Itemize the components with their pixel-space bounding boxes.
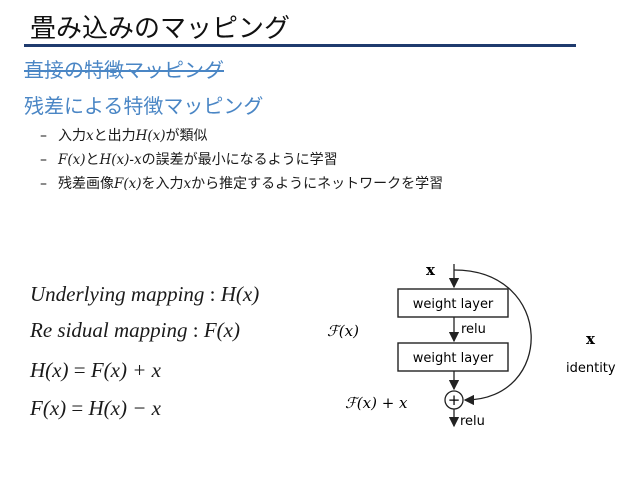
heading-direct-mapping: 直接の特徴マッピング: [24, 58, 224, 82]
fx-label: ℱ(x): [327, 322, 359, 340]
equation-h-def: H(x) = F(x) + x: [30, 358, 161, 382]
weight-layer-2-box: [397, 342, 509, 372]
heading-residual-mapping: 残差による特徴マッピング: [24, 94, 264, 118]
bullet-list: –入力xと出力H(x)が類似 –F(x)とH(x)-xの誤差が最小になるように学…: [40, 124, 443, 196]
equation-underlying: Underlying mapping : H(x): [30, 282, 260, 306]
sum-label: ℱ(x) + x: [345, 394, 408, 412]
relu-2-label: relu: [460, 414, 485, 429]
slide-title: 畳み込みのマッピング: [30, 14, 291, 44]
plus-icon: +: [448, 391, 461, 409]
bullet-item: –F(x)とH(x)-xの誤差が最小になるように学習: [40, 152, 338, 168]
relu-1-label: relu: [461, 322, 486, 337]
equation-f-def: F(x) = H(x) − x: [30, 396, 161, 420]
bullet-item: –残差画像F(x)を入力xから推定するようにネットワークを学習: [40, 176, 444, 192]
bullet-item: –入力xと出力H(x)が類似: [40, 128, 208, 144]
weight-layer-1-label: weight layer: [413, 297, 494, 312]
identity-x-label: x: [586, 330, 596, 348]
weight-layer-1-box: [397, 288, 509, 318]
input-x-label: x: [426, 261, 436, 279]
identity-shortcut-arrow: [453, 269, 532, 406]
weight-layer-2-label: weight layer: [413, 351, 494, 366]
title-divider: [24, 44, 576, 47]
equation-residual: Re sidual mapping : F(x): [30, 318, 240, 342]
identity-label: identity: [566, 361, 616, 376]
